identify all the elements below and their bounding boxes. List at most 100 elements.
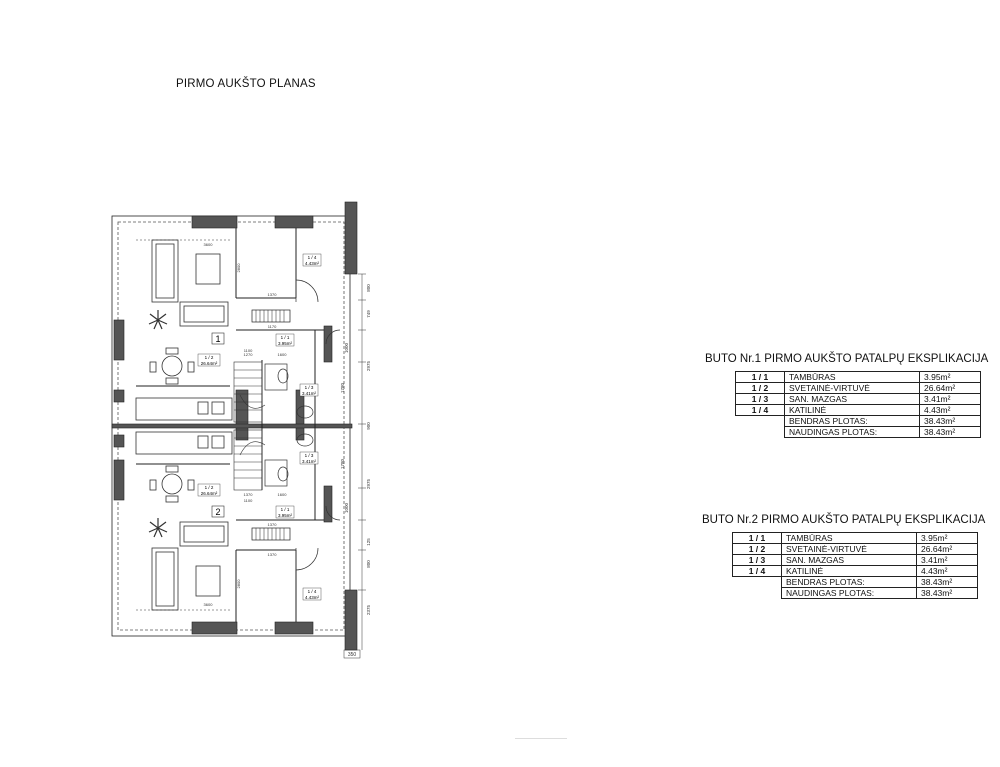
- room-tag-area: 4.43m²: [305, 261, 320, 266]
- room-number: 1 / 2: [735, 382, 785, 394]
- table-row: 1 / 4 KATILINĖ 4.43m²: [732, 565, 978, 577]
- dim-label: 1270: [244, 352, 254, 357]
- room-tag-area: 3.95m²: [278, 513, 293, 518]
- apt-mark-2: 2: [215, 507, 220, 517]
- table-row: 1 / 2 SVETAINĖ-VIRTUVĖ 26.64m²: [735, 382, 981, 394]
- plant-decor: [148, 310, 168, 538]
- dim-label: 3600: [204, 602, 214, 607]
- room-name: SVETAINĖ-VIRTUVĖ: [781, 543, 917, 555]
- room-area: 4.43m²: [916, 565, 978, 577]
- total-row: BENDRAS PLOTAS: 38.43m²: [736, 415, 981, 427]
- room-number: 1 / 3: [735, 393, 785, 405]
- room-tag-id: 1 / 2: [205, 355, 214, 360]
- dim-label: 1780: [340, 382, 345, 393]
- room-name: SAN. MAZGAS: [781, 554, 917, 566]
- dim-label: 1370: [268, 552, 278, 557]
- table-row: 1 / 1 TAMBŪRAS 3.95m²: [735, 371, 981, 383]
- room-number: 1 / 3: [732, 554, 782, 566]
- table-row: 1 / 1 TAMBŪRAS 3.95m²: [732, 532, 978, 544]
- room-area: 26.64m²: [919, 382, 981, 394]
- room-tag-area: 3.41m²: [302, 459, 317, 464]
- room-tag-id: 1 / 1: [281, 507, 290, 512]
- room-name: TAMBŪRAS: [781, 532, 917, 544]
- room-tag-area: 26.64m²: [201, 491, 218, 496]
- dim-label: 900: [366, 422, 371, 430]
- furniture: [135, 239, 233, 611]
- apt-mark-1: 1: [215, 334, 220, 344]
- explication-title: BUTO Nr.2 PIRMO AUKŠTO PATALPŲ EKSPLIKAC…: [702, 514, 986, 526]
- explication-apartment-2: BUTO Nr.2 PIRMO AUKŠTO PATALPŲ EKSPLIKAC…: [702, 514, 985, 599]
- table-row: 1 / 3 SAN. MAZGAS 3.41m²: [735, 393, 981, 405]
- room-tag-area: 26.64m²: [201, 361, 218, 366]
- dim-label: 2800: [236, 579, 241, 589]
- table-row: 1 / 4 KATILINĖ 4.43m²: [735, 404, 981, 416]
- dim-label: 800: [366, 560, 371, 568]
- dimension-lines: [136, 239, 366, 650]
- dim-label: 1000: [344, 502, 349, 513]
- table-row: 1 / 3 SAN. MAZGAS 3.41m²: [732, 554, 978, 566]
- explication-table: 1 / 1 TAMBŪRAS 3.95m² 1 / 2 SVETAINĖ-VIR…: [732, 532, 978, 599]
- dim-label: 1780: [340, 458, 345, 469]
- room-number: 1 / 1: [732, 532, 782, 544]
- table-row: 1 / 2 SVETAINĖ-VIRTUVĖ 26.64m²: [732, 543, 978, 555]
- dim-label: 749: [366, 310, 371, 318]
- room-number: 1 / 2: [732, 543, 782, 555]
- room-number: 1 / 1: [735, 371, 785, 383]
- room-tag-area: 3.95m²: [278, 341, 293, 346]
- room-tag-id: 1 / 3: [305, 385, 314, 390]
- room-name: TAMBŪRAS: [784, 371, 920, 383]
- dim-label: 125: [366, 538, 371, 546]
- dim-label: 800: [366, 284, 371, 292]
- total-row: NAUDINGAS PLOTAS: 38.43m²: [733, 587, 978, 599]
- floor-plan-drawing: 1 2 1 / 4 4.43m² 1 / 1 3.95m² 1 / 2 26.6…: [111, 201, 371, 659]
- dim-label: 1000: [344, 342, 349, 353]
- explication-table: 1 / 1 TAMBŪRAS 3.95m² 1 / 2 SVETAINĖ-VIR…: [735, 371, 981, 438]
- dim-label: 1370: [268, 522, 278, 527]
- room-tag-id: 1 / 3: [305, 453, 314, 458]
- room-area: 3.41m²: [916, 554, 978, 566]
- dim-label: 3600: [204, 242, 214, 247]
- sanitary-fixtures: [264, 363, 314, 487]
- dimension-labels-right: 800 749 1000 2975 1780 900 1780 2975 100…: [340, 284, 371, 615]
- room-area: 4.43m²: [919, 404, 981, 416]
- dim-label: 1600: [278, 352, 288, 357]
- room-number: 1 / 4: [732, 565, 782, 577]
- apartment-marks: 1 2: [211, 332, 225, 518]
- staircase: [233, 361, 266, 491]
- room-area: 3.95m²: [916, 532, 978, 544]
- room-tag-id: 1 / 2: [205, 485, 214, 490]
- room-tag-id: 1 / 4: [308, 255, 317, 260]
- dim-label: 2800: [236, 263, 241, 273]
- page-mark: [515, 738, 567, 739]
- dim-label: 1170: [268, 324, 277, 329]
- dim-label: 1100: [244, 498, 253, 503]
- total-label: BENDRAS PLOTAS:: [781, 576, 917, 588]
- room-tag-id: 1 / 1: [281, 335, 290, 340]
- total-row: NAUDINGAS PLOTAS: 38.43m²: [736, 426, 981, 438]
- dim-label: 2975: [366, 478, 371, 489]
- dim-label: 2375: [366, 604, 371, 615]
- dim-label-bottom: 350: [348, 652, 357, 658]
- room-area: 3.41m²: [919, 393, 981, 405]
- walls: [111, 201, 358, 651]
- room-tags: 1 / 4 4.43m² 1 / 1 3.95m² 1 / 2 26.64m² …: [197, 253, 322, 601]
- total-row: BENDRAS PLOTAS: 38.43m²: [733, 576, 978, 588]
- total-area: 38.43m²: [916, 576, 978, 588]
- room-area: 26.64m²: [916, 543, 978, 555]
- dim-label: 1600: [278, 492, 288, 497]
- dim-label: 2975: [366, 360, 371, 371]
- dim-label: 1100: [244, 348, 253, 353]
- explication-title: BUTO Nr.1 PIRMO AUKŠTO PATALPŲ EKSPLIKAC…: [705, 353, 989, 365]
- total-area: 38.43m²: [919, 426, 981, 438]
- room-area: 3.95m²: [919, 371, 981, 383]
- room-tag-area: 3.41m²: [302, 391, 317, 396]
- total-label: BENDRAS PLOTAS:: [784, 415, 920, 427]
- door-swings: [295, 279, 341, 571]
- room-name: SAN. MAZGAS: [784, 393, 920, 405]
- plan-title: PIRMO AUKŠTO PLANAS: [176, 78, 316, 90]
- total-area: 38.43m²: [919, 415, 981, 427]
- room-number: 1 / 4: [735, 404, 785, 416]
- dim-label: 1370: [268, 292, 278, 297]
- room-name: SVETAINĖ-VIRTUVĖ: [784, 382, 920, 394]
- dimension-labels-inner: 3600 2800 1370 1170 1270 1100 1600 1600 …: [204, 242, 357, 658]
